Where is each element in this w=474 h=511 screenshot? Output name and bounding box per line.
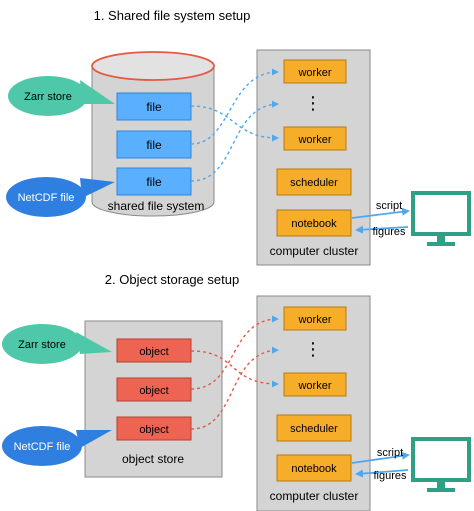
monitor-icon xyxy=(411,191,471,246)
worker-box-1 xyxy=(283,306,347,331)
notebook-box xyxy=(276,209,352,237)
notebook-label: notebook xyxy=(291,218,337,230)
script-label: script xyxy=(376,200,402,212)
object-label-2: object xyxy=(139,385,168,397)
worker-label-1: worker xyxy=(297,67,331,79)
figures-arrow xyxy=(355,469,409,478)
zarr-store-bubble xyxy=(2,324,112,364)
script-label: script xyxy=(377,447,403,459)
data-access-links xyxy=(190,315,279,430)
data-access-links xyxy=(190,68,279,182)
scheduler-box xyxy=(276,168,352,196)
scheduler-box xyxy=(276,414,352,442)
notebook-label: notebook xyxy=(291,463,337,475)
netcdf-file-label: NetCDF file xyxy=(18,192,75,204)
figures-arrow xyxy=(355,225,409,234)
zarr-store-label: Zarr store xyxy=(18,339,66,351)
script-arrow xyxy=(351,451,410,464)
netcdf-file-bubble xyxy=(2,426,112,466)
file-box-1 xyxy=(116,92,192,121)
file-label-1: file xyxy=(146,100,162,114)
scheduler-label: scheduler xyxy=(290,177,338,189)
file-label-3: file xyxy=(146,175,162,189)
section-object-storage: 2. Object storage setup object object ob… xyxy=(2,272,471,511)
section2-title: 2. Object storage setup xyxy=(105,272,239,287)
worker-box-2 xyxy=(283,372,347,397)
object-label-3: object xyxy=(139,424,168,436)
zarr-store-bubble xyxy=(8,76,115,116)
file-label-2: file xyxy=(146,138,162,152)
workers-ellipsis: ⋮ xyxy=(304,339,322,359)
workers-ellipsis: ⋮ xyxy=(304,93,322,113)
file-box-3 xyxy=(116,167,192,196)
script-arrow xyxy=(351,207,410,219)
figures-label: figures xyxy=(372,226,406,238)
monitor-icon xyxy=(411,437,471,492)
netcdf-file-bubble xyxy=(6,177,115,217)
compute-cluster-label: computer cluster xyxy=(270,489,359,503)
figures-label: figures xyxy=(373,470,407,482)
section1-title: 1. Shared file system setup xyxy=(94,8,251,23)
scheduler-label: scheduler xyxy=(290,423,338,435)
worker-label-2: worker xyxy=(297,380,331,392)
notebook-box xyxy=(276,454,352,482)
worker-label-1: worker xyxy=(297,314,331,326)
worker-box-1 xyxy=(283,59,347,84)
zarr-store-label: Zarr store xyxy=(24,91,72,103)
section-shared-file-system: 1. Shared file system setup file file fi… xyxy=(6,8,471,266)
shared-file-system-label: shared file system xyxy=(108,199,205,213)
netcdf-file-label: NetCDF file xyxy=(14,441,71,453)
compute-cluster-label: computer cluster xyxy=(270,244,359,258)
worker-box-2 xyxy=(283,126,347,151)
worker-label-2: worker xyxy=(297,134,331,146)
object-store-label: object store xyxy=(122,452,184,466)
object-label-1: object xyxy=(139,346,168,358)
